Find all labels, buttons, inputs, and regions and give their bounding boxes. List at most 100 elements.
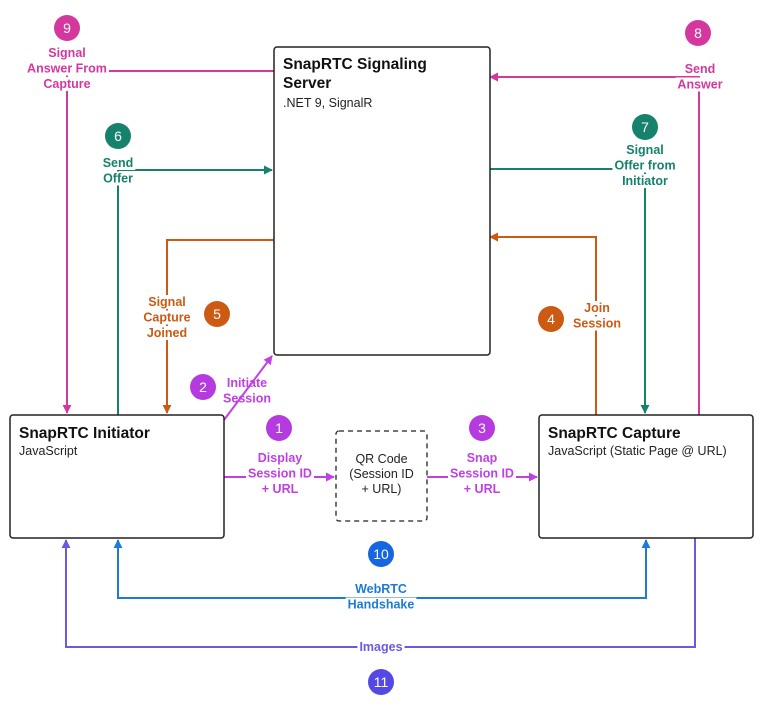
step-4-label-line: Join — [584, 301, 610, 315]
step-1-label-bg — [259, 482, 301, 496]
server-subtitle: .NET 9, SignalR — [283, 96, 372, 110]
step-11-label: Images — [357, 640, 405, 654]
step-1-badge: 1 — [266, 415, 292, 441]
step-9-label-line: Capture — [43, 77, 90, 91]
step-11-label-line: Images — [359, 640, 402, 654]
step-5-label-bg — [146, 295, 188, 309]
step-9-label-line: Answer From — [27, 62, 107, 76]
step-6-badge-circle — [105, 123, 131, 149]
step-4-badge-number: 4 — [547, 311, 555, 327]
step-9-label-bg — [25, 61, 109, 76]
step-11-label-bg — [357, 640, 405, 654]
connector-step-2 — [223, 355, 273, 421]
step-9-badge: 9 — [54, 15, 80, 41]
step-10-badge: 10 — [368, 541, 394, 567]
step-1-badge-circle — [266, 415, 292, 441]
step-5-label-line: Capture — [143, 311, 190, 325]
step-9-badge-number: 9 — [63, 20, 71, 36]
step-2-label-line: Initiate — [227, 376, 267, 390]
step-10-label-line: WebRTC — [355, 582, 407, 596]
signaling-server-node: SnapRTC Signaling Server .NET 9, SignalR — [273, 46, 491, 356]
step-9-label-bg — [46, 46, 88, 60]
step-7-badge-circle — [632, 114, 658, 140]
step-11-badge-circle — [368, 669, 394, 695]
step-4-badge: 4 — [538, 306, 564, 332]
step-10-label-bg — [345, 597, 417, 612]
connector-step-5 — [162, 239, 274, 414]
step-3-label-line: + URL — [464, 482, 501, 496]
step-3-badge-circle — [469, 415, 495, 441]
step-8-badge-circle — [685, 20, 711, 46]
step-1-badge-number: 1 — [275, 420, 283, 436]
initiator-subtitle: JavaScript — [19, 444, 78, 458]
initiator-node: SnapRTC Initiator JavaScript — [9, 414, 225, 539]
connector-step-4 — [489, 232, 597, 415]
qr-line-1: QR Code — [355, 452, 407, 466]
step-4-badge-circle — [538, 306, 564, 332]
step-5-label-bg — [141, 310, 193, 325]
step-6-label-bg — [100, 156, 136, 170]
step-6-label-bg — [101, 171, 136, 186]
step-3-badge: 3 — [469, 415, 495, 441]
step-5-label-line: Signal — [148, 295, 186, 309]
step-8-badge-number: 8 — [694, 25, 702, 41]
step-2-label-line: Session — [223, 392, 271, 406]
step-5-badge-circle — [204, 301, 230, 327]
initiator-title: SnapRTC Initiator — [19, 425, 150, 442]
step-3-label-line: Snap — [467, 451, 498, 465]
connector-step-7 — [490, 168, 650, 414]
step-10-badge-number: 10 — [373, 546, 389, 562]
step-5-label-line: Joined — [147, 326, 187, 340]
qr-line-3: + URL) — [362, 482, 402, 496]
step-6-badge-number: 6 — [114, 128, 122, 144]
step-6-label-line: Send — [103, 156, 134, 170]
step-2-badge: 2 — [190, 374, 216, 400]
step-11-badge: 11 — [368, 669, 394, 695]
step-2-badge-number: 2 — [199, 379, 207, 395]
step-8-label-line: Answer — [677, 78, 722, 92]
step-10-label-line: Handshake — [348, 598, 415, 612]
step-6-badge: 6 — [105, 123, 131, 149]
step-10-label-bg — [353, 582, 409, 596]
connector-step-9 — [62, 70, 274, 414]
step-4-label-bg — [582, 301, 612, 315]
step-6-label-line: Offer — [103, 172, 133, 186]
step-1-label-line: + URL — [262, 482, 299, 496]
step-10-badge-circle — [368, 541, 394, 567]
step-7-badge: 7 — [632, 114, 658, 140]
step-7-label-line: Signal — [626, 143, 664, 157]
qr-code-node: QR Code (Session ID + URL) — [335, 430, 428, 522]
connector-step-8 — [489, 72, 700, 415]
step-7-label-line: Offer from — [614, 159, 675, 173]
step-8-label-bg — [675, 77, 725, 92]
step-5-badge: 5 — [204, 301, 230, 327]
capture-title: SnapRTC Capture — [548, 425, 681, 442]
step-3-label-bg — [464, 451, 500, 465]
step-5-badge-number: 5 — [213, 306, 221, 322]
qr-line-2: (Session ID — [349, 467, 414, 481]
step-9-badge-circle — [54, 15, 80, 41]
step-1-label-line: Session ID — [248, 467, 312, 481]
step-5-label-bg — [144, 326, 190, 340]
step-7-label-bg — [624, 143, 666, 157]
step-10-label: WebRTC Handshake — [345, 582, 417, 612]
step-1-label-bg — [255, 451, 305, 465]
step-9-label-bg — [41, 77, 93, 91]
step-3-label-bg — [461, 482, 503, 496]
step-2-badge-circle — [190, 374, 216, 400]
step-7-label-bg — [620, 174, 671, 188]
step-3-badge-number: 3 — [478, 420, 486, 436]
capture-node: SnapRTC Capture JavaScript (Static Page … — [538, 414, 754, 539]
server-title: SnapRTC Signaling — [283, 56, 427, 73]
